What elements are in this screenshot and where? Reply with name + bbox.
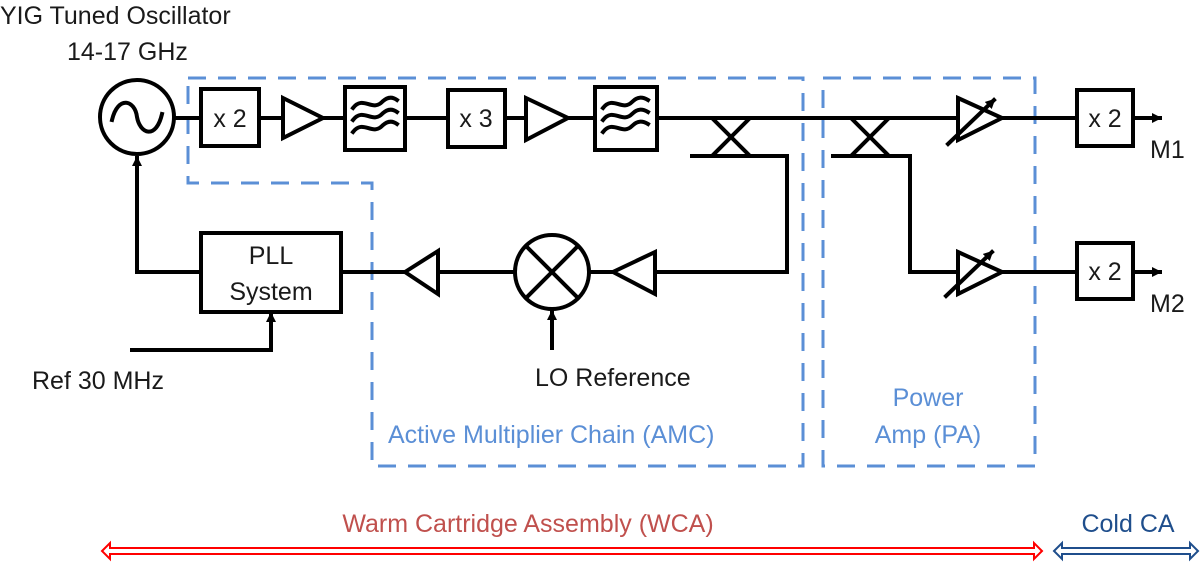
cca-span-arrow-icon [1052, 540, 1200, 562]
lo-reference-label: LO Reference [535, 364, 691, 392]
directional-coupler-icon [653, 116, 789, 274]
amplifier-icon [401, 247, 440, 298]
amplifier-icon [608, 248, 657, 298]
wca-label: Warm Cartridge Assembly (WCA) [342, 510, 713, 538]
multiplier-label: x 2 [1088, 105, 1121, 133]
output-m2-label: M2 [1150, 290, 1185, 318]
oscillator-frequency: 14-17 GHz [67, 38, 188, 66]
pll-label-line1: PLL [249, 242, 294, 270]
multiplier-x2-block: x 2 [199, 87, 261, 148]
variable-amplifier-icon [943, 248, 1007, 299]
variable-amplifier-icon [945, 94, 1007, 147]
output-multiplier-m1-block: x 2 [1075, 88, 1135, 148]
amc-group-label: Active Multiplier Chain (AMC) [388, 421, 714, 449]
pa-group-label-line2: Amp (PA) [875, 421, 982, 449]
pll-system-block: PLL System [199, 231, 343, 314]
directional-coupler-icon [831, 116, 960, 274]
bandpass-filter-icon [593, 85, 659, 152]
pa-group-label-line1: Power [893, 384, 964, 412]
cca-label: Cold CA [1081, 510, 1174, 538]
bandpass-filter-icon [343, 85, 407, 152]
amplifier-icon [524, 94, 573, 144]
ref-input-label: Ref 30 MHz [32, 367, 164, 395]
amplifier-icon [281, 94, 328, 142]
multiplier-label: x 2 [1088, 258, 1121, 286]
oscillator-icon [98, 78, 176, 156]
amc-group-outline [186, 76, 805, 468]
wca-span-arrow-icon [100, 540, 1044, 562]
output-multiplier-m2-block: x 2 [1075, 241, 1135, 301]
oscillator-title: YIG Tuned Oscillator [0, 2, 231, 30]
tune-wire [135, 160, 203, 274]
multiplier-label: x 3 [459, 105, 492, 133]
mixer-icon [513, 233, 591, 311]
multiplier-label: x 2 [213, 105, 246, 133]
multiplier-x3-block: x 3 [446, 88, 507, 149]
ref-wire [130, 316, 273, 352]
pll-label-line2: System [229, 278, 312, 306]
output-m1-label: M1 [1150, 136, 1185, 164]
